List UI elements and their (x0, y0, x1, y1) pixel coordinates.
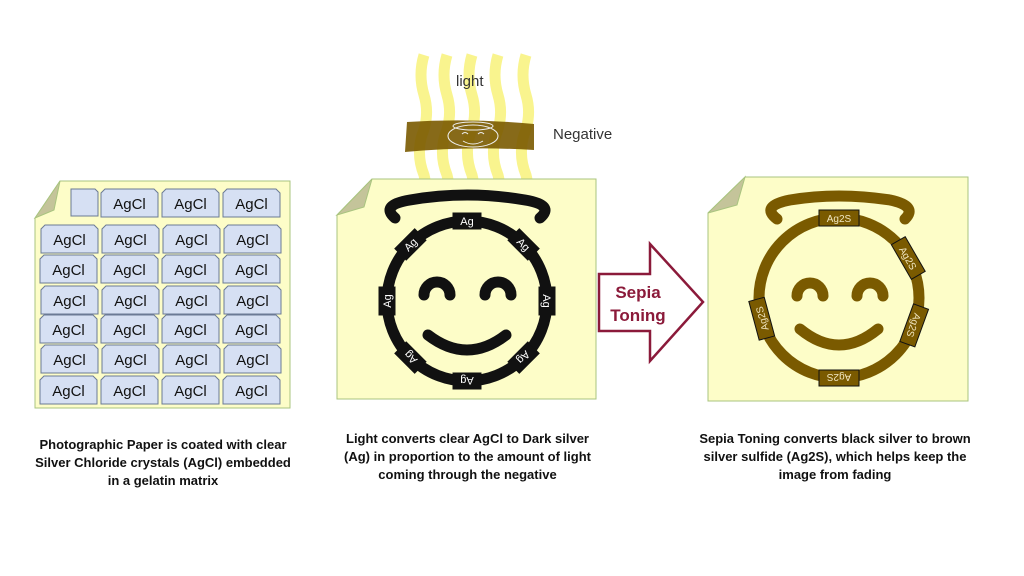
agcl-crystal: AgCl (222, 254, 281, 284)
element-label: Ag (460, 374, 473, 386)
agcl-label: AgCl (113, 196, 146, 213)
agcl-crystal: AgCl (101, 285, 160, 315)
agcl-label: AgCl (175, 232, 208, 249)
label-badge: Ag (378, 286, 396, 316)
agcl-crystal: AgCl (162, 285, 221, 315)
agcl-label: AgCl (174, 383, 207, 400)
agcl-label: AgCl (235, 383, 268, 400)
label-badge: Ag2S (748, 296, 776, 341)
agcl-crystal: AgCl (40, 224, 99, 254)
agcl-crystal: AgCl (101, 224, 160, 254)
label-badge: Ag2S (818, 369, 860, 387)
label-badge: Ag (394, 228, 427, 261)
agcl-label: AgCl (235, 196, 268, 213)
agcl-crystal: AgCl (223, 344, 282, 374)
agcl-label: AgCl (114, 293, 147, 310)
agcl-label: AgCl (236, 232, 269, 249)
label-badge: Ag (538, 286, 556, 316)
agcl-crystal: AgCl (161, 314, 220, 344)
agcl-crystal: AgCl (162, 224, 221, 254)
label-badge: Ag (507, 341, 540, 374)
agcl-label: AgCl (175, 352, 208, 369)
agcl-crystal: AgCl (100, 375, 159, 405)
agcl-label: AgCl (236, 293, 269, 310)
agcl-label: AgCl (53, 352, 86, 369)
agcl-label: AgCl (175, 293, 208, 310)
agcl-crystal: AgCl (162, 344, 221, 374)
element-label: Ag2S (826, 371, 851, 382)
toning-caption: Sepia Toning converts black silver to br… (699, 431, 971, 482)
agcl-crystal: AgCl (100, 254, 159, 284)
agcl-label: AgCl (52, 322, 85, 339)
agcl-label: AgCl (52, 383, 85, 400)
agcl-label: AgCl (174, 196, 207, 213)
agcl-crystal: AgCl (39, 375, 98, 405)
label-badge: Ag2S (818, 209, 860, 227)
agcl-crystal: AgCl (222, 314, 281, 344)
exposure-caption: Light converts clear AgCl to Dark silver… (344, 431, 591, 482)
agcl-label: AgCl (52, 262, 85, 279)
agcl-crystal: AgCl (222, 375, 281, 405)
sepia-toning-arrow: Sepia Toning (597, 240, 705, 365)
agcl-label: AgCl (113, 262, 146, 279)
arrow-label-line1: Sepia (615, 283, 661, 302)
label-badge: Ag2S (899, 303, 930, 348)
agcl-crystal: AgCl (223, 285, 282, 315)
light-label: light (456, 73, 484, 90)
label-badge: Ag (452, 372, 482, 390)
agcl-label: AgCl (114, 352, 147, 369)
agcl-crystal: AgCl (100, 314, 159, 344)
agcl-crystal: AgCl (40, 285, 99, 315)
agcl-label: AgCl (53, 232, 86, 249)
agcl-label: AgCl (235, 322, 268, 339)
label-badge: Ag (507, 228, 540, 261)
agcl-label: AgCl (113, 383, 146, 400)
agcl-crystal (70, 188, 99, 217)
negative-label: Negative (553, 126, 612, 143)
arrow-label-line2: Toning (610, 306, 665, 325)
agcl-label: AgCl (174, 322, 207, 339)
element-label: Ag (382, 294, 394, 307)
agcl-label: AgCl (235, 262, 268, 279)
agcl-crystal: AgCl (101, 344, 160, 374)
agcl-crystal: AgCl (223, 224, 282, 254)
element-label: Ag (540, 294, 552, 307)
agcl-crystal: AgCl (161, 254, 220, 284)
agcl-crystal: AgCl (161, 188, 220, 218)
agcl-crystal: AgCl (39, 254, 98, 284)
element-label: Ag (460, 216, 473, 228)
element-label: Ag2S (827, 214, 852, 225)
agcl-crystal: AgCl (161, 375, 220, 405)
agcl-crystal: AgCl (40, 344, 99, 374)
negative-film (405, 120, 534, 152)
label-badge: Ag (394, 341, 427, 374)
agcl-crystal: AgCl (222, 188, 281, 218)
agcl-label: AgCl (174, 262, 207, 279)
agcl-label: AgCl (236, 352, 269, 369)
paper-caption: Photographic Paper is coated with clear … (35, 437, 291, 488)
agcl-label: AgCl (113, 322, 146, 339)
agcl-label: AgCl (53, 293, 86, 310)
agcl-label: AgCl (114, 232, 147, 249)
label-badge: Ag (452, 212, 482, 230)
agcl-crystal: AgCl (100, 188, 159, 218)
agcl-crystal: AgCl (39, 314, 98, 344)
